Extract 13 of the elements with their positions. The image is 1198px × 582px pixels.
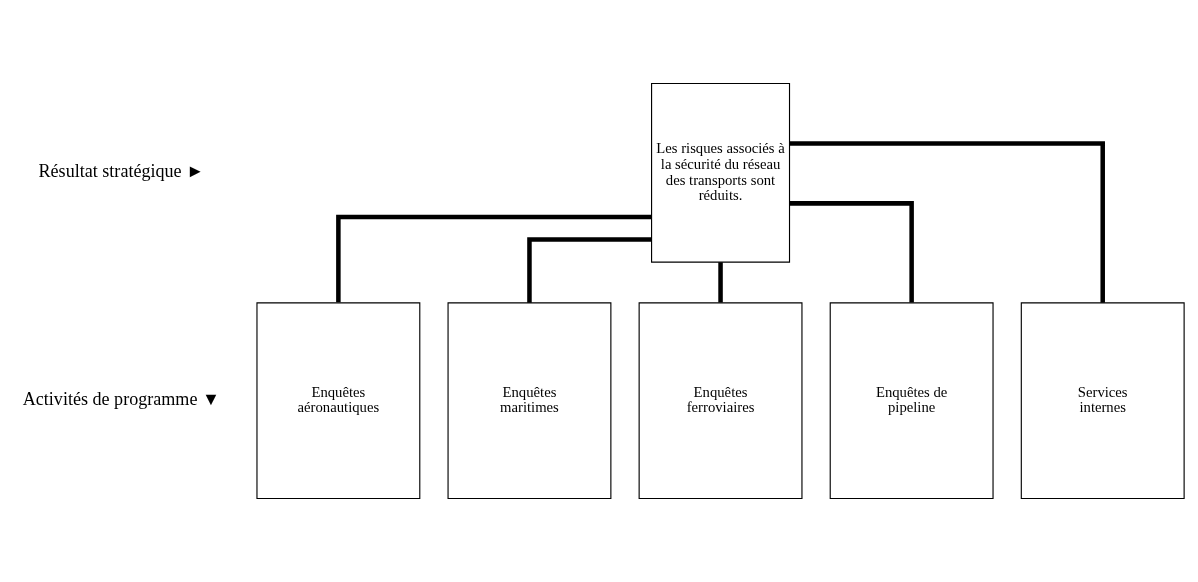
node-box: Les risques associés à la sécurité du réseau des transports sont réduits. — [651, 82, 791, 263]
node-box: Enquêtes aéronautiques — [256, 302, 421, 500]
connector — [336, 214, 652, 303]
connector — [789, 141, 1105, 303]
node-box: Enquêtes maritimes — [447, 302, 612, 500]
node-box: Services internes — [1020, 302, 1185, 500]
connector — [527, 237, 652, 303]
label: Résultat stratégique ► — [38, 161, 205, 182]
node-box: Enquêtes de pipeline — [829, 302, 994, 500]
connector — [789, 201, 914, 303]
label: Activités de programme ▼ — [22, 388, 220, 409]
node-box: Enquêtes ferroviaires — [638, 302, 803, 500]
connector — [718, 262, 723, 303]
